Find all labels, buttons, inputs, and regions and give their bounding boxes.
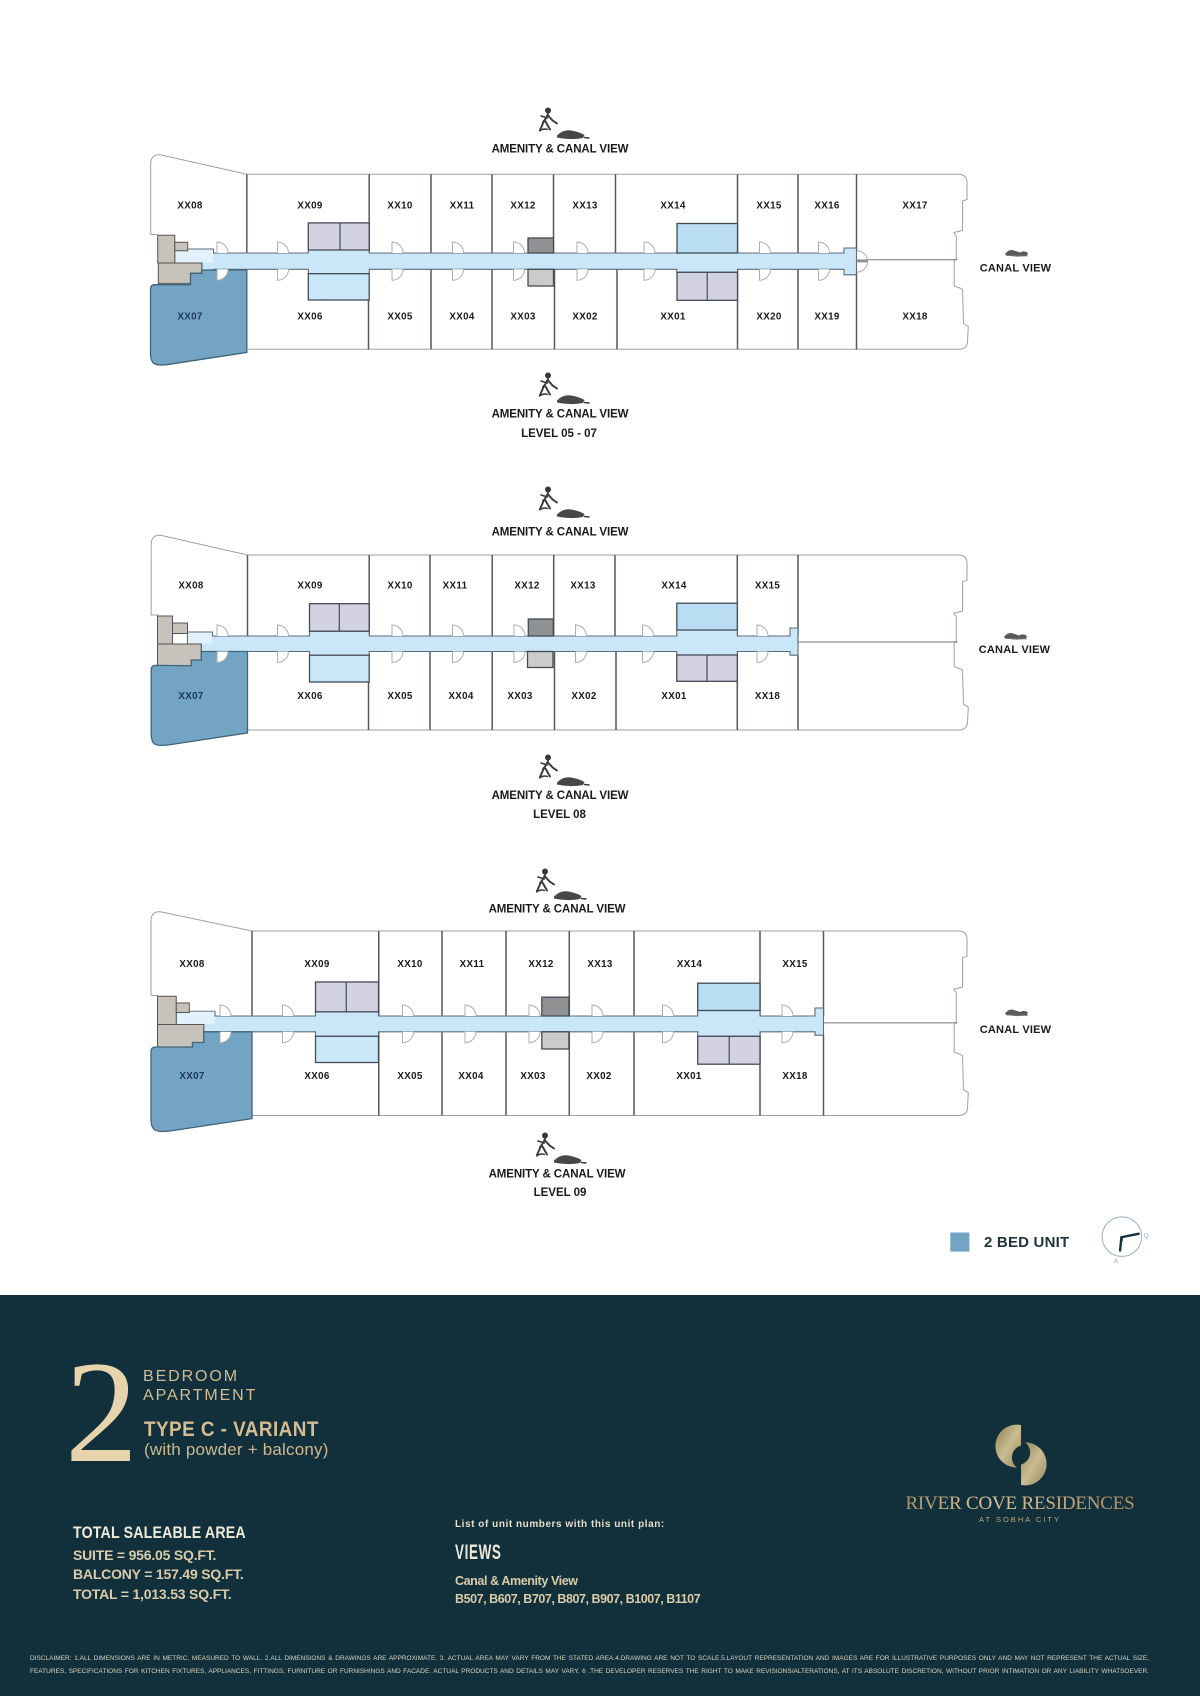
svg-text:XX07: XX07	[179, 1071, 205, 1082]
svg-text:AMENITY & CANAL VIEW: AMENITY & CANAL VIEW	[489, 904, 626, 916]
svg-text:XX05: XX05	[387, 691, 413, 702]
svg-text:AMENITY & CANAL VIEW: AMENITY & CANAL VIEW	[492, 790, 629, 802]
svg-text:XX05: XX05	[397, 1071, 423, 1082]
svg-text:XX03: XX03	[507, 691, 533, 702]
svg-text:XX05: XX05	[387, 311, 413, 322]
svg-text:XX17: XX17	[902, 200, 928, 211]
svg-text:XX15: XX15	[782, 959, 808, 970]
svg-text:RIVER COVE RESIDENCES: RIVER COVE RESIDENCES	[905, 1493, 1134, 1514]
svg-text:XX13: XX13	[587, 959, 613, 970]
svg-text:XX03: XX03	[520, 1071, 546, 1082]
svg-text:XX09: XX09	[297, 581, 323, 592]
svg-text:XX04: XX04	[448, 691, 474, 702]
svg-text:XX11: XX11	[443, 581, 468, 592]
svg-text:LEVEL 08: LEVEL 08	[533, 809, 586, 821]
svg-text:XX07: XX07	[178, 691, 204, 702]
svg-text:A: A	[1114, 1258, 1119, 1265]
svg-text:XX11: XX11	[460, 959, 485, 970]
svg-text:XX07: XX07	[177, 311, 203, 322]
svg-text:XX10: XX10	[397, 959, 423, 970]
svg-text:XX04: XX04	[458, 1071, 484, 1082]
svg-text:XX16: XX16	[814, 200, 840, 211]
svg-text:XX06: XX06	[304, 1071, 330, 1082]
svg-text:XX15: XX15	[755, 581, 781, 592]
svg-text:XX18: XX18	[782, 1071, 808, 1082]
svg-text:XX15: XX15	[756, 200, 782, 211]
svg-text:XX14: XX14	[660, 200, 686, 211]
svg-text:AMENITY & CANAL VIEW: AMENITY & CANAL VIEW	[489, 1169, 626, 1181]
svg-text:XX02: XX02	[571, 691, 597, 702]
svg-text:AT SOBHA CITY: AT SOBHA CITY	[979, 1515, 1061, 1524]
svg-text:XX20: XX20	[756, 311, 782, 322]
svg-text:XX10: XX10	[387, 581, 413, 592]
svg-text:XX09: XX09	[304, 959, 330, 970]
svg-text:XX01: XX01	[676, 1071, 702, 1082]
svg-text:XX01: XX01	[660, 311, 686, 322]
svg-text:XX14: XX14	[661, 581, 687, 592]
svg-text:AMENITY & CANAL VIEW: AMENITY & CANAL VIEW	[492, 409, 629, 421]
svg-text:XX12: XX12	[514, 581, 540, 592]
svg-text:CANAL VIEW: CANAL VIEW	[979, 644, 1051, 656]
svg-text:XX19: XX19	[814, 311, 840, 322]
svg-text:XX08: XX08	[179, 959, 205, 970]
svg-text:XX02: XX02	[572, 311, 598, 322]
svg-text:Q: Q	[1143, 1233, 1148, 1240]
svg-text:XX11: XX11	[450, 200, 475, 211]
svg-text:CANAL VIEW: CANAL VIEW	[980, 263, 1052, 275]
svg-text:XX08: XX08	[178, 581, 204, 592]
svg-text:XX08: XX08	[177, 200, 203, 211]
svg-text:XX09: XX09	[297, 200, 323, 211]
svg-text:XX12: XX12	[528, 959, 554, 970]
svg-text:XX04: XX04	[449, 311, 475, 322]
svg-text:XX06: XX06	[297, 691, 323, 702]
svg-text:XX12: XX12	[510, 200, 536, 211]
svg-text:XX14: XX14	[677, 959, 703, 970]
svg-text:AMENITY & CANAL VIEW: AMENITY & CANAL VIEW	[492, 527, 629, 539]
svg-text:XX13: XX13	[572, 200, 598, 211]
svg-text:XX10: XX10	[387, 200, 413, 211]
svg-text:XX03: XX03	[510, 311, 536, 322]
svg-text:XX18: XX18	[755, 691, 781, 702]
svg-text:XX06: XX06	[297, 311, 323, 322]
svg-text:XX13: XX13	[570, 581, 596, 592]
svg-text:LEVEL 09: LEVEL 09	[534, 1187, 587, 1199]
svg-text:CANAL VIEW: CANAL VIEW	[980, 1024, 1052, 1036]
svg-text:LEVEL 05 - 07: LEVEL 05 - 07	[521, 428, 597, 440]
svg-text:XX01: XX01	[661, 691, 687, 702]
svg-text:XX02: XX02	[586, 1071, 612, 1082]
svg-text:XX18: XX18	[902, 311, 928, 322]
svg-text:AMENITY & CANAL VIEW: AMENITY & CANAL VIEW	[492, 144, 629, 156]
svg-text:2 BED UNIT: 2 BED UNIT	[984, 1234, 1069, 1251]
